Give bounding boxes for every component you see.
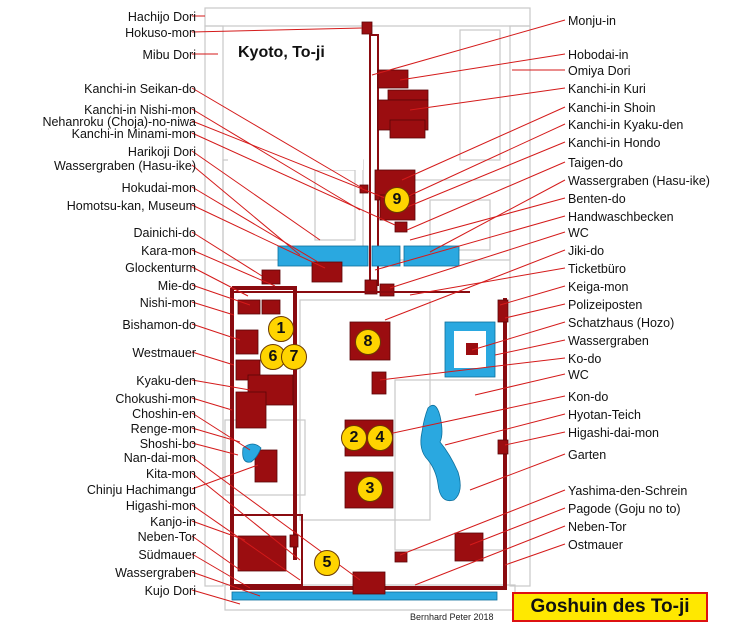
treasury-moat (444, 321, 496, 378)
goshuin-marker: 4 (367, 425, 393, 451)
map-title: Kyoto, To-ji (238, 44, 325, 61)
title-banner: Goshuin des To-ji (512, 592, 708, 622)
label-left: Choshin-en (132, 407, 196, 421)
label-right: Kanchi-in Hondo (568, 136, 661, 150)
label-right: Higashi-dai-mon (568, 426, 660, 440)
leader-lines-right (369, 19, 566, 586)
label-left: Mie-do (157, 279, 196, 293)
label-right: Wassergraben (Hasu-ike) (568, 174, 710, 188)
label-left: Neben-Tor (137, 530, 196, 544)
goshuin-marker: 3 (357, 476, 383, 502)
label-right: Kanchi-in Shoin (568, 101, 656, 115)
label-right: Kanchi-in Kyaku-den (568, 118, 684, 132)
hasu-ike-ponds (277, 245, 460, 267)
hyotan-teich (420, 404, 461, 502)
label-left: Kara-mon (141, 244, 196, 258)
label-left: Nishi-mon (139, 296, 196, 310)
label-left: Wassergraben (115, 566, 196, 580)
label-right: Yashima-den-Schrein (568, 484, 688, 498)
label-left: Higashi-mon (125, 499, 196, 513)
goshuin-marker: 9 (384, 187, 410, 213)
label-left: Chokushi-mon (115, 392, 196, 406)
label-right: Hobodai-in (568, 48, 629, 62)
label-left: Nan-dai-mon (123, 451, 196, 465)
label-left: Hokudai-mon (121, 181, 196, 195)
label-left: Südmauer (138, 548, 196, 562)
label-right: Hyotan-Teich (568, 408, 641, 422)
label-right: Jiki-do (568, 244, 605, 258)
label-right: Ostmauer (568, 538, 623, 552)
label-left: Chinju Hachimangu (86, 483, 196, 497)
label-right: Handwaschbecken (568, 210, 674, 224)
label-left: Hachijo Dori (127, 10, 196, 24)
label-left: Nehanroku (Choja)-no-niwa (42, 115, 196, 129)
label-right: Monju-in (568, 14, 616, 28)
label-left: Mibu Dori (142, 48, 197, 62)
label-left: Bishamon-do (122, 318, 196, 332)
goshuin-marker: 8 (355, 329, 381, 355)
label-left: Kanchi-in Nishi-mon (84, 103, 196, 117)
label-left: Renge-mon (130, 422, 196, 436)
label-right: Kon-do (568, 390, 609, 404)
label-left: Kanchi-in Seikan-do (84, 82, 196, 96)
label-right: Schatzhaus (Hozo) (568, 316, 675, 330)
label-right: Polizeiposten (568, 298, 643, 312)
label-left: Kanjo-in (150, 515, 196, 529)
goshuin-marker: 5 (314, 550, 340, 576)
label-right: Kanchi-in Kuri (568, 82, 646, 96)
credit: Bernhard Peter 2018 (410, 612, 494, 622)
label-left: Dainichi-do (133, 226, 196, 240)
label-left: Glockenturm (125, 261, 196, 275)
label-right: Keiga-mon (568, 280, 629, 294)
label-right: WC (568, 226, 589, 240)
label-left: Kujo Dori (144, 584, 196, 598)
goshuin-marker: 1 (268, 316, 294, 342)
label-left: Kanchi-in Minami-mon (71, 127, 196, 141)
label-left: Kyaku-den (136, 374, 196, 388)
west-precinct (235, 299, 299, 572)
goshuin-marker: 2 (341, 425, 367, 451)
label-right: Ticketbüro (568, 262, 626, 276)
label-left: Shoshi-bo (139, 437, 196, 451)
label-right: Garten (568, 448, 607, 462)
label-right: Wassergraben (568, 334, 649, 348)
label-left: Homotsu-kan, Museum (66, 199, 196, 213)
label-right: Ko-do (568, 352, 602, 366)
label-right: Taigen-do (568, 156, 623, 170)
label-right: Benten-do (568, 192, 626, 206)
title-area (228, 30, 363, 170)
label-left: Hokuso-mon (125, 26, 196, 40)
north-gates (261, 261, 395, 297)
label-right: WC (568, 368, 589, 382)
label-left: Wassergraben (Hasu-ike) (54, 159, 196, 173)
label-right: Pagode (Goju no to) (568, 502, 681, 516)
label-right: Neben-Tor (568, 520, 627, 534)
goshuin-marker: 7 (281, 344, 307, 370)
label-left: Kita-mon (145, 467, 196, 481)
label-left: Harikoji Dori (127, 145, 196, 159)
label-right: Omiya Dori (568, 64, 631, 78)
label-left: Westmauer (132, 346, 196, 360)
